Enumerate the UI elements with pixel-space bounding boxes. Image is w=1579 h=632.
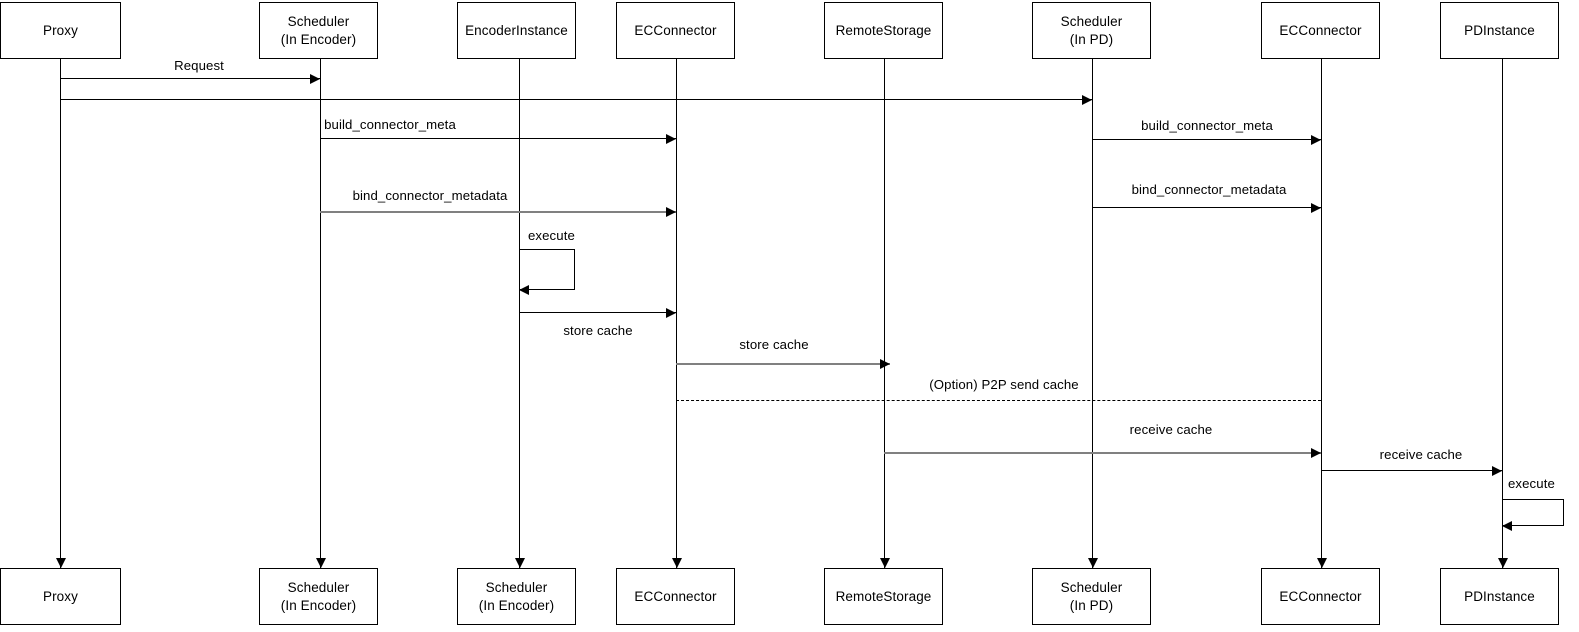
terminator-arrowhead-r4 <box>671 558 682 568</box>
lifeline-sched_pd <box>1092 59 1093 568</box>
message-label-m3: build_connector_meta <box>324 117 456 132</box>
arrowhead-m5 <box>666 206 676 217</box>
participant-label-bottom-encoder_inst: Scheduler (In Encoder) <box>478 579 555 613</box>
message-label-m10: receive cache <box>1129 422 1213 437</box>
lifeline-proxy <box>60 59 61 568</box>
message-label-m5: bind_connector_metadata <box>352 188 508 203</box>
lifeline-sched_enc <box>320 59 321 568</box>
message-line-m10 <box>884 452 1321 454</box>
participant-label-top-sched_enc: Scheduler (In Encoder) <box>280 13 357 47</box>
participant-label-bottom-pd_inst: PDInstance <box>1464 588 1535 604</box>
participant-box-top-pd_inst[interactable]: PDInstance <box>1440 2 1559 59</box>
message-label-m8: store cache <box>739 337 809 352</box>
participant-label-top-proxy: Proxy <box>42 22 78 38</box>
lifeline-ecconn_enc <box>676 59 677 568</box>
message-label-m11: receive cache <box>1379 447 1463 462</box>
terminator-arrowhead-r8 <box>1497 558 1508 568</box>
participant-label-bottom-ecconn_pd: ECConnector <box>1279 588 1362 604</box>
message-label-m9: (Option) P2P send cache <box>929 377 1079 392</box>
message-line-m2 <box>60 99 1092 100</box>
lifeline-remote <box>884 59 885 568</box>
arrowhead-m3 <box>666 133 676 144</box>
self-message-label-s2: execute <box>1508 476 1555 491</box>
participant-box-top-ecconn_pd[interactable]: ECConnector <box>1261 2 1380 59</box>
participant-label-bottom-sched_pd: Scheduler (In PD) <box>1060 579 1123 613</box>
lifeline-encoder_inst <box>519 59 520 568</box>
participant-label-top-encoder_inst: EncoderInstance <box>465 22 568 38</box>
participant-box-bottom-encoder_inst[interactable]: Scheduler (In Encoder) <box>457 568 576 625</box>
message-line-m11 <box>1321 470 1502 471</box>
message-label-m6: bind_connector_metadata <box>1131 182 1287 197</box>
lifeline-pd_inst <box>1502 59 1503 568</box>
arrowhead-m1 <box>310 73 320 84</box>
arrowhead-m4 <box>1311 134 1321 145</box>
participant-box-top-encoder_inst[interactable]: EncoderInstance <box>457 2 576 59</box>
participant-box-top-sched_pd[interactable]: Scheduler (In PD) <box>1032 2 1151 59</box>
participant-box-bottom-pd_inst[interactable]: PDInstance <box>1440 568 1559 625</box>
self-message-loop-s2 <box>1502 499 1564 526</box>
arrowhead-m6 <box>1311 202 1321 213</box>
self-message-label-s1: execute <box>528 228 575 243</box>
participant-label-top-ecconn_enc: ECConnector <box>634 22 717 38</box>
participant-label-top-remote: RemoteStorage <box>835 22 932 38</box>
self-message-arrowhead-s1 <box>519 285 529 295</box>
arrowhead-m7 <box>666 307 676 318</box>
message-line-m1 <box>60 78 320 79</box>
message-line-m7 <box>519 312 676 313</box>
message-line-m4 <box>1092 139 1321 140</box>
message-label-m7: store cache <box>563 323 633 338</box>
self-message-arrowhead-s2 <box>1502 521 1512 531</box>
terminator-arrowhead-r3 <box>514 558 525 568</box>
message-line-m9 <box>676 400 1321 401</box>
participant-box-bottom-ecconn_enc[interactable]: ECConnector <box>616 568 735 625</box>
participant-box-top-ecconn_enc[interactable]: ECConnector <box>616 2 735 59</box>
message-line-m8 <box>676 363 890 365</box>
participant-box-top-remote[interactable]: RemoteStorage <box>824 2 943 59</box>
lifeline-ecconn_pd <box>1321 59 1322 568</box>
participant-label-top-pd_inst: PDInstance <box>1464 22 1535 38</box>
message-label-m4: build_connector_meta <box>1141 118 1273 133</box>
terminator-arrowhead-r1 <box>55 558 66 568</box>
terminator-arrowhead-r5 <box>879 558 890 568</box>
terminator-arrowhead-r6 <box>1087 558 1098 568</box>
participant-box-top-sched_enc[interactable]: Scheduler (In Encoder) <box>259 2 378 59</box>
participant-box-bottom-sched_enc[interactable]: Scheduler (In Encoder) <box>259 568 378 625</box>
participant-box-bottom-remote[interactable]: RemoteStorage <box>824 568 943 625</box>
arrowhead-m10 <box>1311 447 1321 458</box>
participant-label-top-ecconn_pd: ECConnector <box>1279 22 1362 38</box>
terminator-arrowhead-r7 <box>1316 558 1327 568</box>
participant-label-bottom-remote: RemoteStorage <box>835 588 932 604</box>
arrowhead-m11 <box>1492 465 1502 476</box>
participant-box-bottom-proxy[interactable]: Proxy <box>0 568 121 625</box>
message-line-m5 <box>320 211 676 213</box>
participant-label-bottom-ecconn_enc: ECConnector <box>634 588 717 604</box>
participant-label-bottom-proxy: Proxy <box>42 588 78 604</box>
participant-box-bottom-sched_pd[interactable]: Scheduler (In PD) <box>1032 568 1151 625</box>
terminator-arrowhead-r2 <box>315 558 326 568</box>
message-line-m6 <box>1092 207 1321 208</box>
participant-label-bottom-sched_enc: Scheduler (In Encoder) <box>280 579 357 613</box>
message-line-m3 <box>320 138 676 139</box>
participant-box-top-proxy[interactable]: Proxy <box>0 2 121 59</box>
arrowhead-m8 <box>880 358 890 369</box>
self-message-loop-s1 <box>519 249 575 290</box>
participant-label-top-sched_pd: Scheduler (In PD) <box>1060 13 1123 47</box>
message-label-m1: Request <box>174 58 224 73</box>
participant-box-bottom-ecconn_pd[interactable]: ECConnector <box>1261 568 1380 625</box>
arrowhead-m2 <box>1082 94 1092 105</box>
